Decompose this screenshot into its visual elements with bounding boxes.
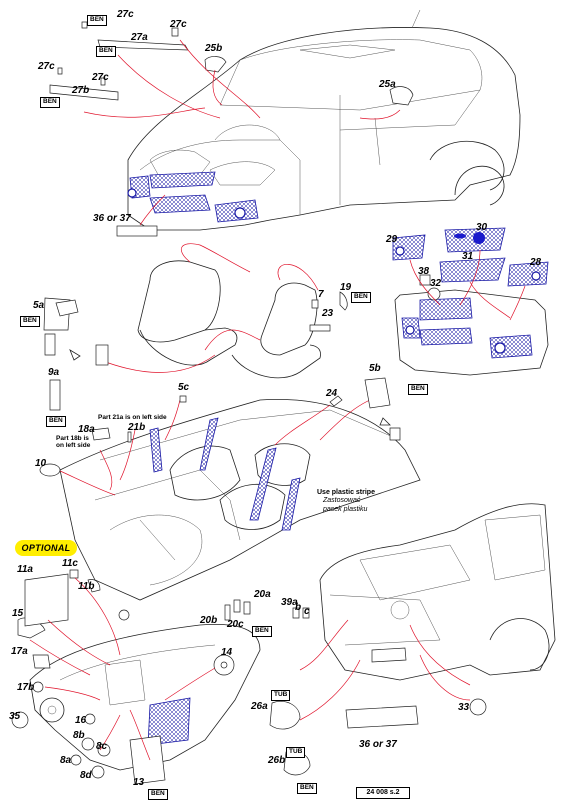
plastic-stripe-note: Use plastic stripe Zastosować pasek plas…	[317, 489, 375, 514]
label-27c: 27c	[170, 19, 187, 30]
label-13: 13	[133, 777, 145, 788]
label-11c: 11c	[62, 558, 78, 569]
label-25b: 25b	[205, 43, 223, 54]
label-36-or-37: 36 or 37	[93, 213, 131, 224]
label-20b: 20b	[200, 615, 218, 626]
ben-tag: BEN	[46, 416, 66, 427]
label-15: 15	[12, 608, 24, 619]
label-33: 33	[458, 702, 470, 713]
interior-drawing	[39, 377, 421, 601]
label-18a: 18a	[78, 424, 95, 435]
ben-tag: BEN	[20, 316, 40, 327]
label-20a: 20a	[254, 589, 271, 600]
optional-badge: OPTIONAL	[15, 540, 77, 556]
label-29: 29	[386, 234, 398, 245]
label-39a: 39a	[281, 597, 298, 608]
label-9a: 9a	[48, 367, 60, 378]
label-39c: c	[304, 606, 310, 617]
label-8b: 8b	[73, 730, 85, 741]
car-front-drawing	[127, 9, 521, 231]
label-19: 19	[340, 282, 352, 293]
label-11b: 11b	[78, 581, 95, 592]
page-code: 24 008 s.2	[356, 787, 410, 799]
label-14: 14	[221, 647, 233, 658]
stripe-note-line3: pasek plastiku	[323, 505, 368, 513]
trim-parts-27-25	[49, 21, 414, 237]
label-8c: 8c	[96, 741, 108, 752]
label-8d: 8d	[80, 770, 92, 781]
label-17b: 17b	[17, 682, 35, 693]
label-5b: 5b	[369, 363, 381, 374]
label-17a: 17a	[11, 646, 28, 657]
label-36-or-37: 36 or 37	[359, 739, 397, 750]
label-23: 23	[322, 308, 334, 319]
ben-tag: BEN	[148, 789, 168, 800]
ben-tag: BEN	[40, 97, 60, 108]
tub-tag: TUB	[271, 690, 291, 701]
label-25a: 25a	[379, 79, 396, 90]
label-7: 7	[318, 289, 324, 300]
label-21b: 21b	[128, 422, 146, 433]
label-20c: 20c	[227, 619, 244, 630]
label-24: 24	[326, 388, 338, 399]
front-bumper-group	[392, 227, 549, 376]
ben-tag: BEN	[87, 15, 107, 26]
label-39b: b	[295, 602, 302, 613]
label-16: 16	[75, 715, 87, 726]
label-26a: 26a	[251, 701, 268, 712]
label-27a: 27a	[131, 32, 148, 43]
label-27b: 27b	[72, 85, 90, 96]
note-part-21a: Part 21a is on left side	[98, 414, 167, 421]
ben-tag: BEN	[252, 626, 272, 637]
seats-drawing	[43, 243, 391, 426]
stripe-note-line1: Use plastic stripe	[317, 489, 375, 496]
note-part-18b: Part 18b is on left side	[56, 435, 91, 450]
label-27c: 27c	[117, 9, 134, 20]
stripe-note-line2: Zastosować	[323, 497, 361, 505]
dashboard-drawing	[11, 569, 311, 785]
label-28: 28	[530, 257, 542, 268]
label-38: 38	[418, 266, 430, 277]
label-30: 30	[476, 222, 488, 233]
label-10: 10	[35, 458, 47, 469]
rear-car-drawing	[299, 503, 556, 729]
label-35: 35	[9, 711, 21, 722]
label-11a: 11a	[17, 564, 33, 575]
label-27c: 27c	[92, 72, 109, 83]
ben-tag: BEN	[351, 292, 371, 303]
label-5a: 5a	[33, 300, 45, 311]
label-31: 31	[462, 251, 474, 262]
label-8a: 8a	[60, 755, 72, 766]
tub-tag: TUB	[286, 747, 306, 758]
label-32: 32	[430, 278, 442, 289]
ben-tag: BEN	[96, 46, 116, 57]
label-5c: 5c	[178, 382, 190, 393]
ben-tag: BEN	[297, 783, 317, 794]
ben-tag: BEN	[408, 384, 428, 395]
label-27c: 27c	[38, 61, 55, 72]
label-26b: 26b	[268, 755, 286, 766]
